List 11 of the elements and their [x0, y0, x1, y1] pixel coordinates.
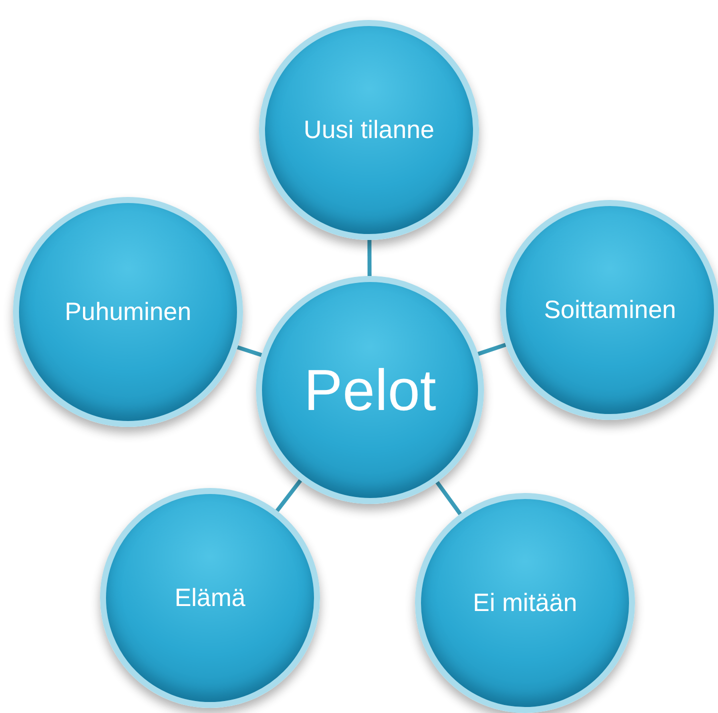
node-label: Soittaminen	[542, 296, 678, 324]
connector-line	[236, 345, 262, 357]
connector-line	[367, 240, 372, 276]
node-label: Ei mitään	[472, 588, 578, 618]
connector-line	[478, 342, 506, 356]
node-label: Puhuminen	[64, 298, 192, 326]
node-label: Pelot	[302, 356, 438, 424]
connector-line	[435, 481, 462, 516]
connector-line	[275, 479, 302, 512]
node-label: Uusi tilanne	[302, 116, 436, 144]
node-label: Elämä	[174, 584, 246, 612]
